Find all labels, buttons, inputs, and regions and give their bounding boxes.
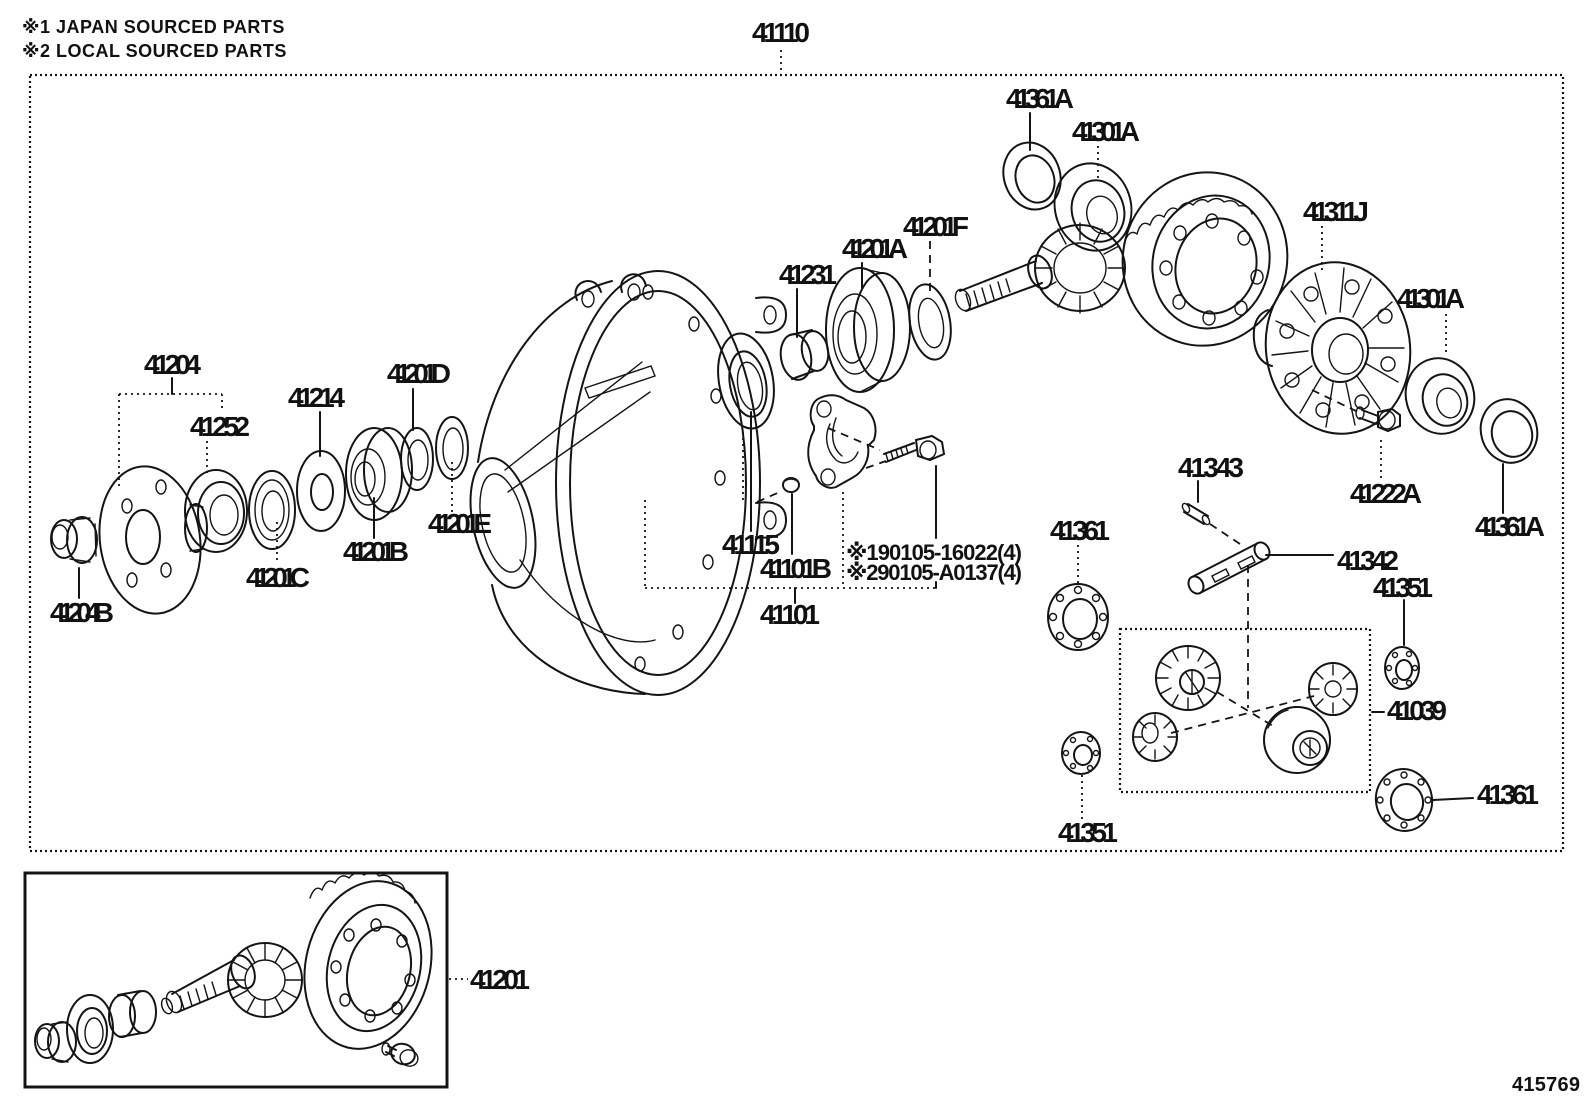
callout-labels: 41110 41361A 41301A 41311J 41201F 41201A… (50, 17, 1545, 995)
note-90105-16022: ※190105-16022(4) (846, 540, 1022, 565)
drive-pinion-shaft (954, 222, 1126, 314)
callout-41204: 41204 (144, 349, 201, 380)
bearing-41301a-right (1404, 357, 1476, 435)
callout-41101b: 41101B (760, 553, 832, 584)
diff-case-41311j (1252, 261, 1412, 435)
oil-seal-41115 (717, 332, 775, 430)
plate-washer-41214 (296, 450, 346, 532)
callout-41252: 41252 (190, 411, 250, 442)
callout-41201a: 41201A (842, 233, 908, 264)
callout-41361-mid: 41361 (1050, 515, 1110, 546)
washer-41361a-right (1479, 398, 1539, 464)
spacer-41231 (779, 329, 830, 381)
pinion-shaft-41342 (1187, 541, 1271, 595)
callout-41351-right: 41351 (1373, 572, 1433, 603)
callout-41201e: 41201E (428, 508, 492, 539)
callout-41201d: 41201D (387, 358, 451, 389)
drawing-number: 415769 (1512, 1074, 1580, 1096)
callout-41039: 41039 (1387, 695, 1447, 726)
thrust-washer-41351-right (1384, 646, 1420, 690)
ring-gear-top (1121, 171, 1289, 347)
callout-41101: 41101 (760, 599, 820, 630)
callout-41311j: 41311J (1303, 196, 1369, 227)
side-gear-bottom-right (1263, 706, 1331, 774)
side-gear-top-left (1155, 645, 1221, 711)
callout-41301a-right: 41301A (1397, 283, 1465, 314)
bearing-41301a-top (1053, 162, 1133, 252)
breather-plug (782, 477, 800, 493)
callout-41361a-top: 41361A (1006, 83, 1074, 114)
callout-41110: 41110 (752, 17, 810, 48)
callout-41201b: 41201B (343, 536, 409, 567)
callout-41214: 41214 (288, 382, 345, 413)
callout-41301a-top: 41301A (1072, 116, 1140, 147)
set-spacer (108, 990, 157, 1038)
bearing-cap (807, 394, 877, 489)
washer-41201f (908, 283, 952, 361)
callout-41204b: 41204B (50, 597, 114, 628)
oil-deflector-41252 (184, 469, 248, 553)
callout-41201c: 41201C (246, 562, 310, 593)
spider-kit-box (1118, 627, 1372, 794)
legend: ※1 JAPAN SOURCED PARTS ※2 LOCAL SOURCED … (22, 17, 287, 61)
callout-41343: 41343 (1178, 452, 1244, 483)
cap-bolt (883, 434, 946, 463)
pinion-gear-right (1308, 662, 1358, 716)
callout-41201: 41201 (470, 964, 530, 995)
thrust-washer-41361-mid (1047, 583, 1109, 651)
pinion-gear-bottom-left (1132, 712, 1178, 762)
carrier-housing (469, 270, 788, 696)
callout-41222a: 41222A (1350, 478, 1422, 509)
set-drive-pinion (160, 942, 303, 1018)
washer-41361a-top (1002, 141, 1062, 211)
oil-seal-41201c (248, 470, 296, 550)
callout-41201f: 41201F (903, 211, 969, 242)
callout-41231: 41231 (779, 259, 837, 290)
spacer-41201d (400, 427, 434, 491)
callout-41342: 41342 (1337, 545, 1399, 576)
note-90105-a0137: ※290105-A0137(4) (846, 560, 1022, 585)
callout-41361-bottom-right: 41361 (1477, 779, 1539, 810)
rear-bearing-41201a (825, 267, 911, 393)
leader-lines (78, 50, 1504, 980)
thrust-washer-41361-bottom-right (1374, 768, 1434, 832)
legend-note2: ※2 LOCAL SOURCED PARTS (22, 41, 287, 61)
set-nut (34, 1021, 77, 1063)
thrust-washer-41351-bottom (1061, 731, 1101, 775)
set-ring-gear (303, 871, 433, 1050)
legend-note1: ※1 JAPAN SOURCED PARTS (22, 17, 285, 37)
callout-41361a-right: 41361A (1475, 511, 1545, 542)
callout-41115: 41115 (722, 529, 780, 560)
set-bolt (381, 1042, 419, 1067)
ring-pinion-set-box (23, 871, 449, 1089)
lock-nut-41204b (50, 516, 98, 564)
main-assembly-box (28, 73, 1565, 853)
set-seal (66, 994, 114, 1064)
straight-pin-41343 (1181, 502, 1211, 526)
spacer-41201e (435, 416, 469, 480)
companion-flange-41204 (98, 465, 208, 615)
callout-41351-bottom: 41351 (1058, 817, 1118, 848)
case-bolt-41222a (1355, 406, 1401, 433)
